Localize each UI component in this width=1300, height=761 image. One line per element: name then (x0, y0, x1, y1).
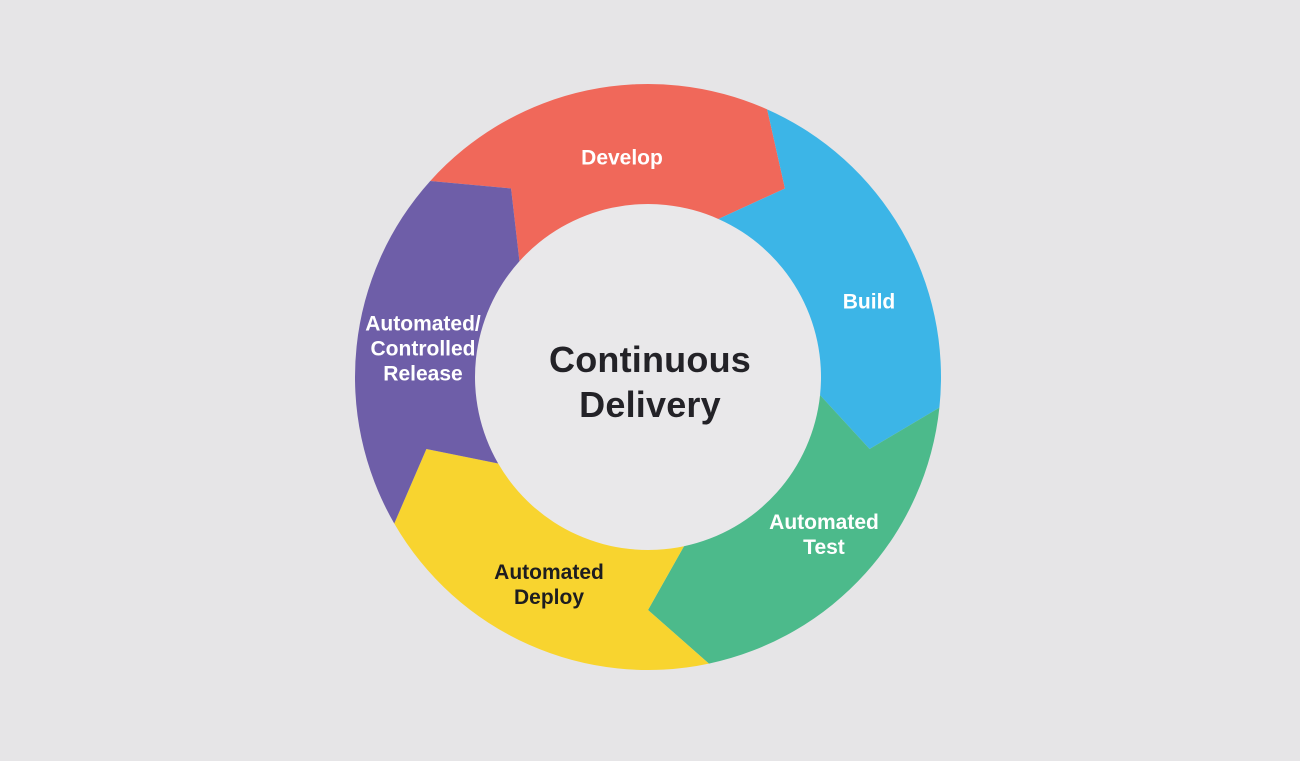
segment-label-line: Automated (494, 561, 604, 584)
segment-label-build: Build (843, 290, 896, 315)
segment-build (718, 109, 941, 449)
wheel-hub (474, 203, 822, 551)
segment-label-line: Automated/ (365, 312, 481, 336)
center-title-line-1: Continuous (549, 339, 751, 380)
segment-label-line: Build (842, 290, 896, 314)
segment-label-line: Develop (581, 146, 663, 170)
segment-automated-deploy (394, 449, 709, 671)
segment-label-line: Release (383, 362, 463, 386)
segment-develop (430, 83, 785, 262)
segment-automated-test (648, 395, 940, 664)
segment-automated-controlled-release (354, 180, 520, 524)
segment-label-line: Automated (769, 511, 879, 534)
segment-label-line: Test (803, 536, 845, 559)
diagram-center-title: Continuous Delivery (549, 337, 751, 427)
segment-label-line: Deploy (513, 586, 585, 609)
segment-label-line: Controlled (370, 337, 476, 361)
center-title-line-2: Delivery (579, 384, 721, 425)
segment-label-develop: Develop (581, 146, 663, 171)
